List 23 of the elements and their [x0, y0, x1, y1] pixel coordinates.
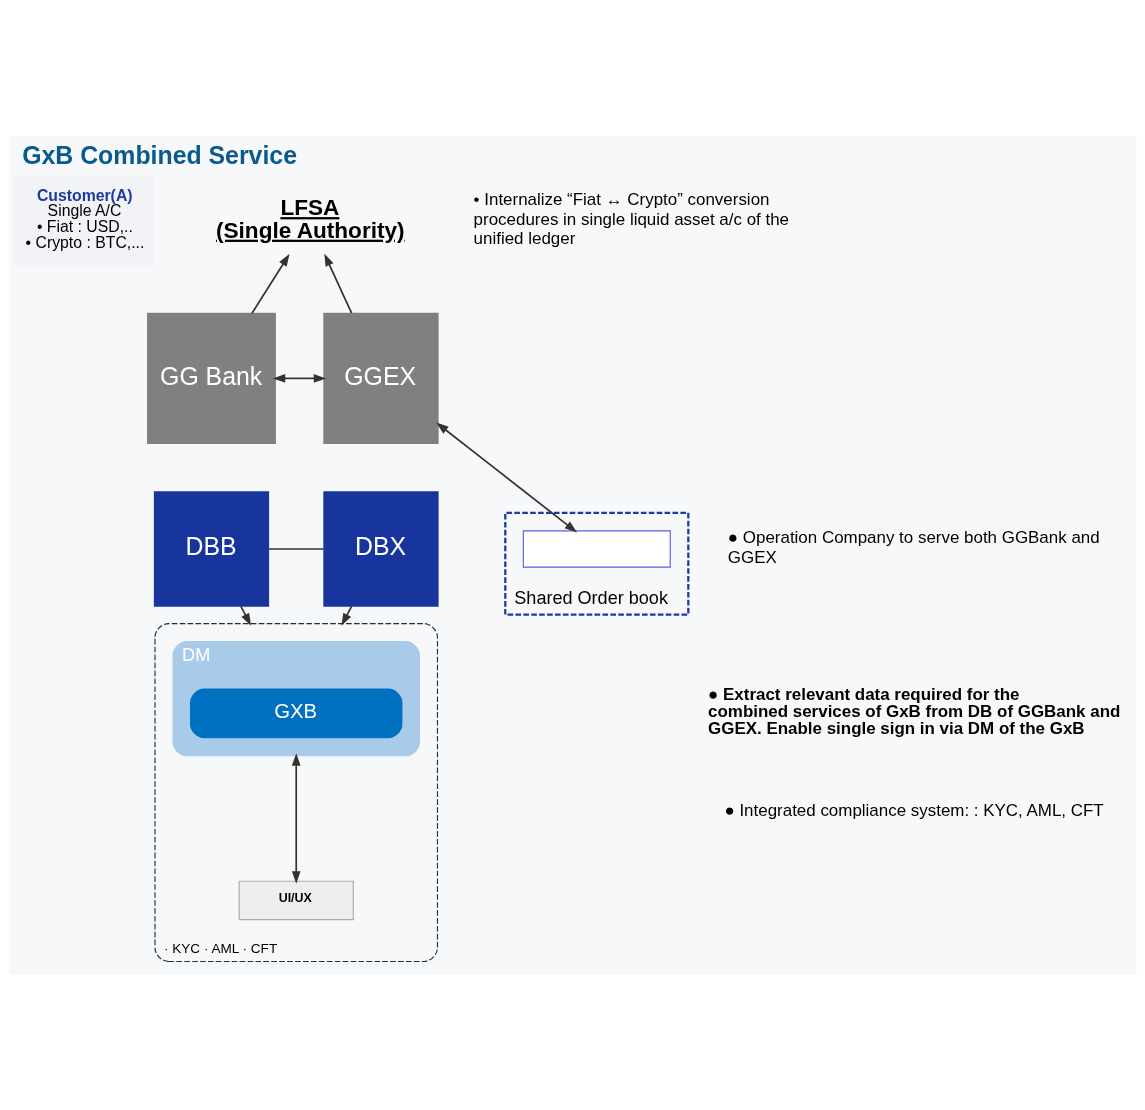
node-box: GG Bank [147, 312, 276, 444]
label: ● Extract relevant data required for the combined services of GxB from DB of GGBank and GGEX. Enable single sign in via DM of the GxB [708, 684, 1121, 738]
arrow [291, 752, 301, 884]
node-box: GXB [190, 688, 403, 738]
label: ● Operation Company to serve both GGBank and GGEX [727, 527, 1100, 567]
diagram-title: GxB Combined Service [22, 141, 297, 169]
label: ● Integrated compliance system: : KYC, AML, CFT [724, 800, 1104, 820]
cluster [154, 622, 439, 962]
arrow [324, 253, 353, 314]
label: • Internalize “Fiat ↔ Crypto” conversion procedures in single liquid asset a/c of the unified ledger [473, 189, 790, 248]
node-box: DBX [323, 490, 439, 607]
node-box [522, 529, 671, 568]
node-text: Customer(A) Single A/C • Fiat : USD,.. • Crypto : BTC,... [25, 186, 145, 251]
arrow [272, 373, 327, 383]
node-box: GGEX [323, 312, 439, 444]
arrow [251, 253, 290, 314]
connector [267, 547, 325, 550]
cluster: Shared Order book [504, 511, 690, 616]
node-label: · KYC · AML · CFT [164, 940, 278, 956]
node-box: DBB [153, 490, 270, 607]
arrow [436, 422, 578, 532]
node-box: UI/UX [238, 880, 354, 920]
node-text: LFSA (Single Authority) [216, 194, 405, 243]
